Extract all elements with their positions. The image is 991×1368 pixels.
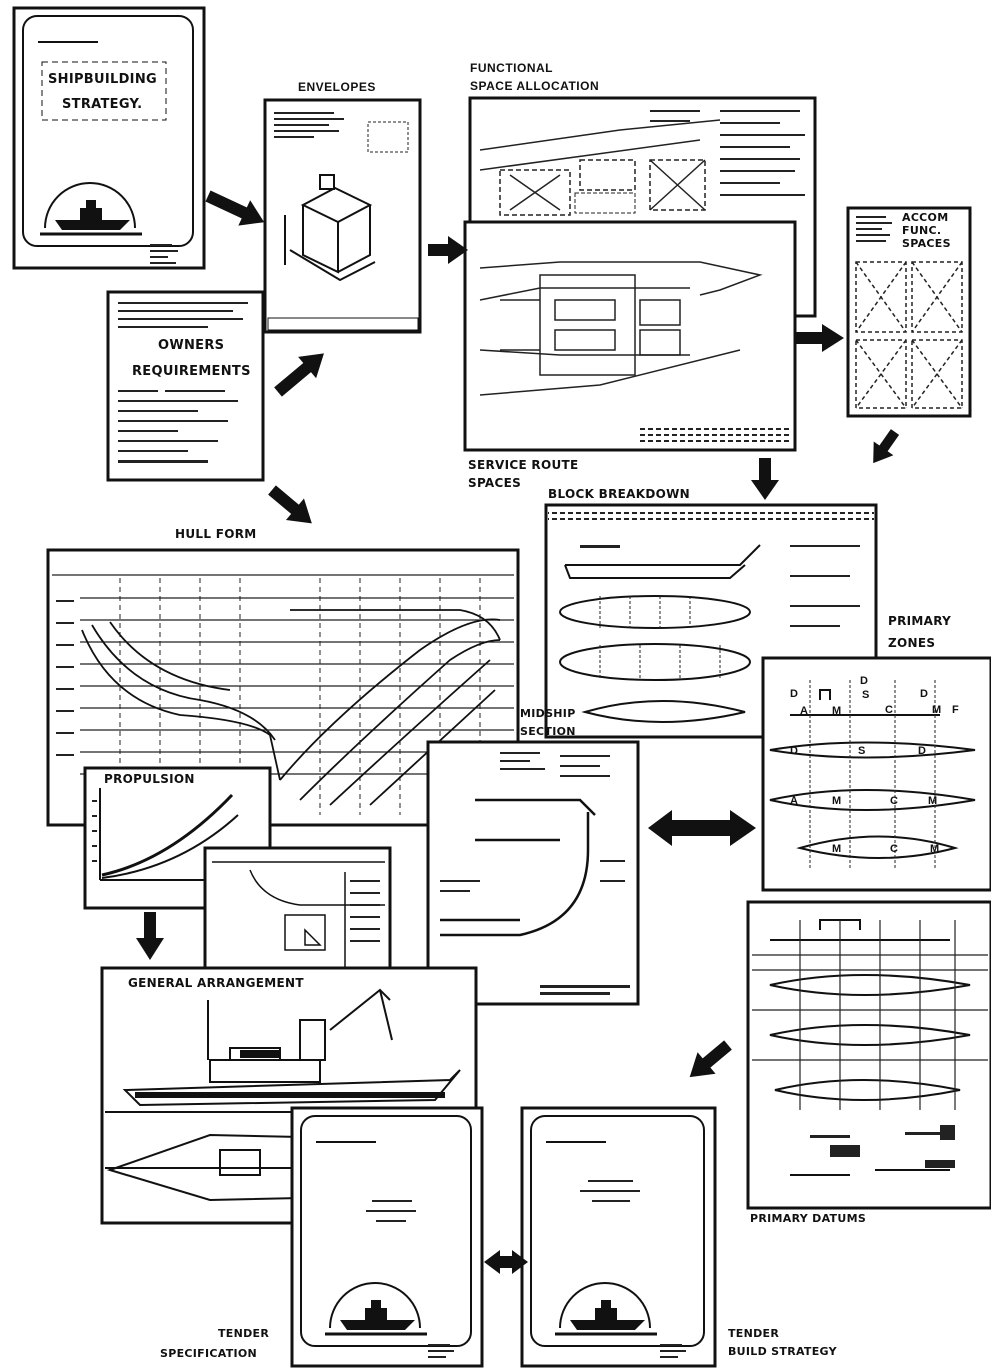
zone-letter: M <box>832 843 841 855</box>
zone-letter: C <box>890 795 898 807</box>
cover-title-line2: STRATEGY. <box>62 97 142 112</box>
zone-letter: M <box>932 704 941 716</box>
functional-label-line2: SPACE ALLOCATION <box>470 79 599 94</box>
zone-letter: D <box>860 675 868 687</box>
tender-build-strategy-cover <box>522 1108 715 1366</box>
zone-letter: F <box>952 704 959 716</box>
tender-build-label-line1: TENDER <box>728 1326 779 1341</box>
service-route-label-line1: SERVICE ROUTE <box>468 458 578 473</box>
service-route-spaces-sheet <box>465 222 795 450</box>
primary-datums-sheet <box>748 902 991 1208</box>
zone-letter: C <box>890 843 898 855</box>
service-route-label-line2: SPACES <box>468 476 521 491</box>
envelopes-label: ENVELOPES <box>298 80 376 95</box>
arrow-icon <box>863 425 904 470</box>
arrow-icon <box>428 236 468 264</box>
arrow-icon <box>202 183 270 235</box>
tender-build-label-line2: BUILD STRATEGY <box>728 1344 837 1359</box>
arrow-icon <box>269 343 333 403</box>
cover-title-line1: SHIPBUILDING <box>48 72 157 87</box>
owners-label-line2: REQUIREMENTS <box>132 364 251 379</box>
functional-label-line1: FUNCTIONAL <box>470 61 553 76</box>
zone-letter: M <box>832 795 841 807</box>
zone-letter: S <box>862 689 869 701</box>
general-arrangement-label: GENERAL ARRANGEMENT <box>128 976 304 991</box>
zone-letter: D <box>790 745 798 757</box>
primary-zones-sheet: D A M D S C D M F D S D A M C M M C M <box>763 658 991 890</box>
zone-letter: A <box>790 795 798 807</box>
owners-requirements-sheet <box>108 292 263 480</box>
propulsion-label: PROPULSION <box>104 772 195 787</box>
structural-detail-sheet <box>205 848 390 978</box>
shipbuilding-strategy-cover <box>14 8 204 268</box>
tender-spec-label-line1: TENDER <box>218 1326 269 1341</box>
primary-datums-label: PRIMARY DATUMS <box>750 1211 866 1226</box>
tender-specification-cover <box>292 1108 482 1366</box>
midship-section-sheet <box>428 742 638 1004</box>
arrow-icon <box>263 479 321 534</box>
midship-label-line2: SECTION <box>520 724 576 739</box>
zone-letter: D <box>920 688 928 700</box>
zone-letter: M <box>928 795 937 807</box>
zone-letter: A <box>800 705 808 717</box>
tender-spec-label-line2: SPECIFICATION <box>160 1346 257 1361</box>
zone-letter: M <box>930 843 939 855</box>
double-arrow-icon <box>648 810 756 846</box>
arrow-icon <box>136 912 164 960</box>
zone-letter: D <box>790 688 798 700</box>
zone-letter: S <box>858 745 865 757</box>
accom-label-line2: FUNC. <box>902 225 941 237</box>
accom-label-line3: SPACES <box>902 238 951 250</box>
hull-form-label: HULL FORM <box>175 527 257 542</box>
owners-label-line1: OWNERS <box>158 338 224 353</box>
arrow-icon <box>681 1034 737 1088</box>
block-breakdown-label: BLOCK BREAKDOWN <box>548 487 690 502</box>
arrow-icon <box>751 458 779 500</box>
midship-label-line1: MIDSHIP <box>520 706 576 721</box>
envelopes-sheet <box>265 100 420 332</box>
zone-letter: D <box>918 745 926 757</box>
arrow-icon <box>796 324 844 352</box>
primary-zones-label-line1: PRIMARY <box>888 614 951 629</box>
zone-letter: M <box>832 705 841 717</box>
accom-label-line1: ACCOM <box>902 212 948 224</box>
zone-letter: C <box>885 704 893 716</box>
primary-zones-label-line2: ZONES <box>888 636 935 651</box>
